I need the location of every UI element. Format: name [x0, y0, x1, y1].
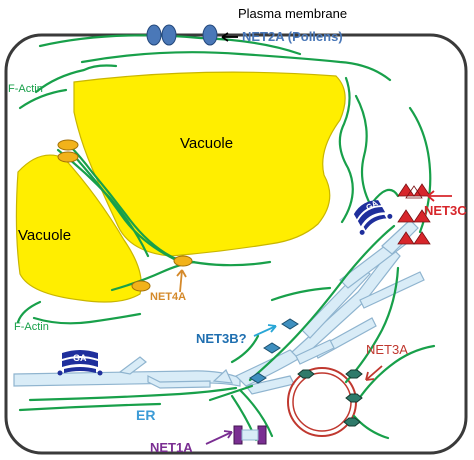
nucleus-inner: [292, 372, 352, 432]
golgi-top: [353, 200, 393, 235]
arrows: [176, 32, 452, 445]
net1a-arrow: [205, 431, 233, 445]
f-actin-top-label: F-Actin: [8, 83, 43, 95]
vacuole-large: [73, 71, 346, 257]
ga-left-label: GA: [73, 353, 87, 363]
net4a-arrow: [179, 269, 183, 293]
net3b-arrow: [253, 325, 277, 337]
net3a-label: NET3A: [366, 342, 408, 357]
plasma-membrane-outline: [4, 33, 468, 455]
actin-filaments: [16, 34, 436, 442]
er-label: ER: [136, 407, 155, 423]
net3c-markers: [397, 183, 431, 245]
net3a-arrow: [365, 365, 383, 381]
plasma-membrane-label: Plasma membrane: [238, 6, 347, 21]
net3b-markers: [249, 318, 299, 384]
net3a-markers: [297, 369, 363, 427]
net3b-label: NET3B?: [196, 331, 247, 346]
net3c-label: NET3C: [424, 203, 467, 218]
net1a-pore: [241, 429, 259, 441]
net4a-markers: [57, 139, 193, 292]
net4a-label: NET4A: [150, 291, 186, 303]
net2a-label: NET2A (Pollens): [242, 29, 343, 44]
f-actin-bottom-label: F-Actin: [14, 321, 49, 333]
nucleus-outer: [287, 367, 357, 437]
net1a-label: NET1A: [150, 440, 193, 455]
net2a-markers: [146, 24, 218, 46]
vacuole-large-label: Vacuole: [180, 135, 233, 152]
golgi-left: [57, 350, 103, 376]
vacuole-small-label: Vacuole: [18, 227, 71, 244]
